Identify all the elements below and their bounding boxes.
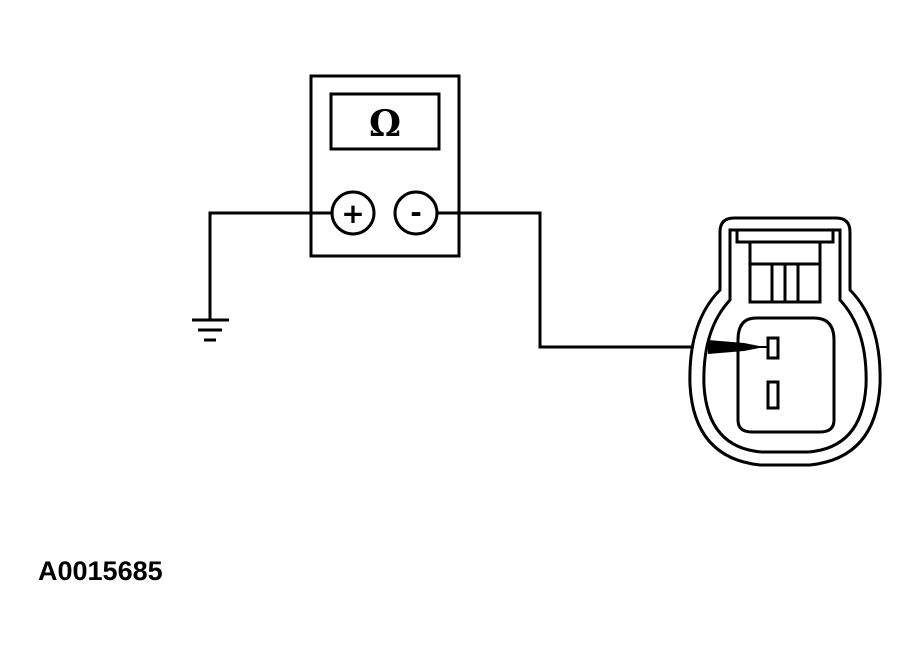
connector-pin-1 — [766, 336, 780, 360]
negative-terminal-label: - — [410, 196, 422, 229]
ground-symbol-icon — [192, 318, 229, 342]
test-probe-icon — [708, 340, 768, 354]
connector-locking-tab — [735, 228, 835, 244]
connector-cavity — [736, 316, 836, 434]
connector-pin-2 — [766, 380, 780, 410]
meter-display-symbol: Ω — [369, 103, 401, 145]
figure-id: A0015685 — [38, 556, 163, 586]
connector-icon — [688, 216, 882, 467]
positive-lead-wire — [208, 211, 332, 320]
negative-lead-wire — [437, 211, 712, 349]
meter-display — [329, 92, 441, 151]
multimeter-icon: Ω + - — [309, 74, 461, 258]
positive-terminal-label: + — [341, 197, 364, 230]
